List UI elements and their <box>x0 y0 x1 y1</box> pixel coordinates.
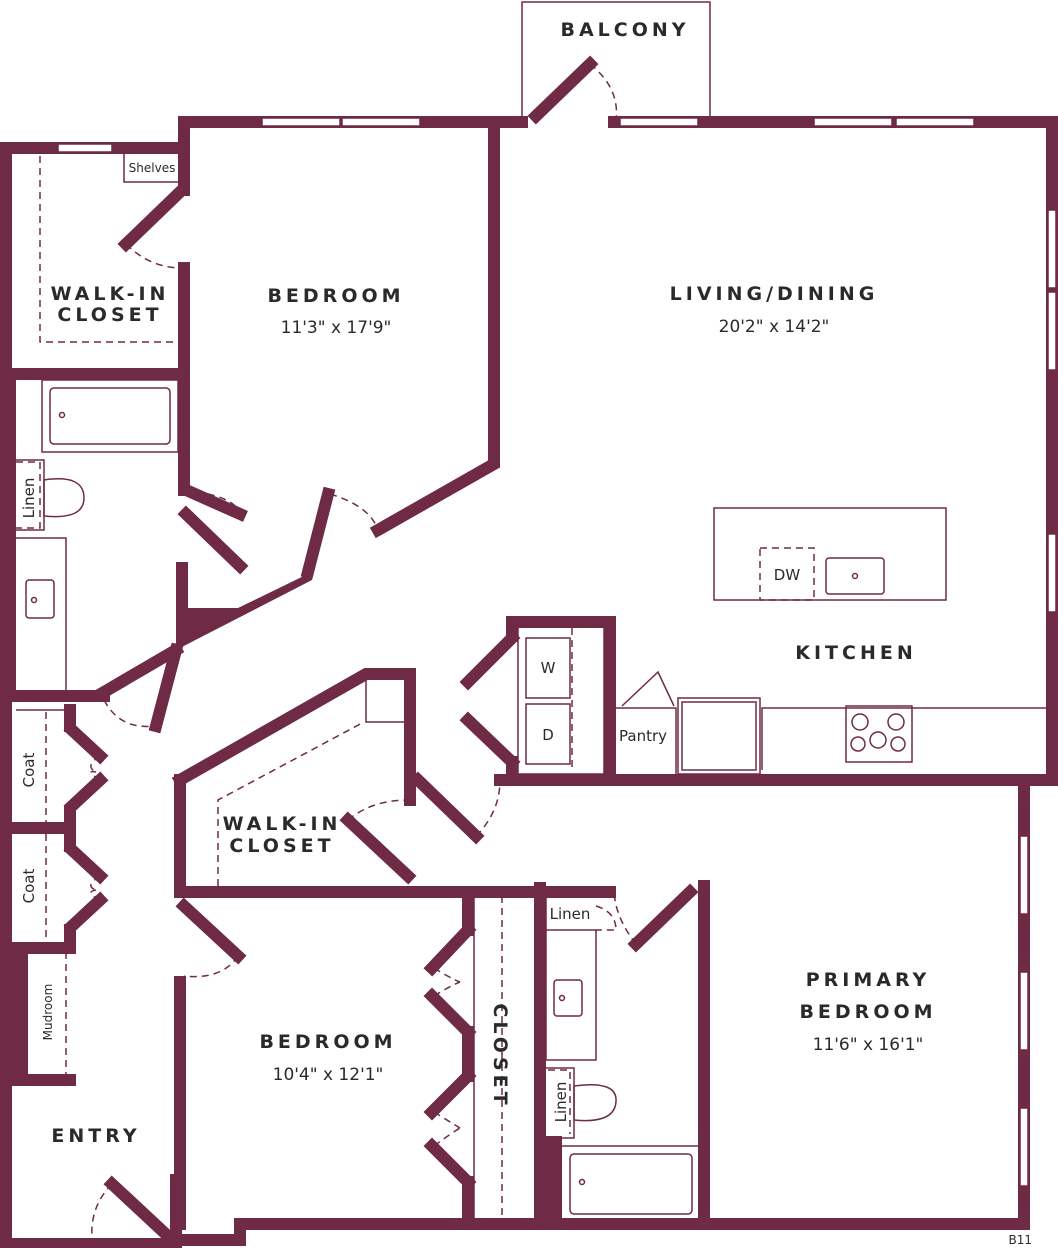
window <box>341 117 421 127</box>
pantry-label: Pantry <box>619 727 667 745</box>
plan-code: B11 <box>1008 1233 1032 1247</box>
primary-bedroom-label-line2: BEDROOM <box>799 1001 936 1023</box>
refrigerator <box>677 697 761 775</box>
closet-2-door <box>339 811 417 885</box>
windows <box>57 117 1057 1187</box>
dryer-label: D <box>542 726 554 744</box>
hall-coats: Coat Coat Mudroom <box>0 641 185 1086</box>
bathtub <box>49 387 171 445</box>
primary-bath: Linen Linen <box>534 880 710 1230</box>
primary-bedroom-size: 11'6" x 16'1" <box>813 1035 924 1055</box>
kitchen-island <box>713 507 947 601</box>
washer <box>525 637 571 699</box>
kitchen-label: KITCHEN <box>795 642 916 664</box>
stove <box>845 705 913 763</box>
closet-door <box>117 183 189 253</box>
walk-in-closet-2: WALK-IN CLOSET <box>171 668 616 898</box>
toilet <box>43 478 85 518</box>
window <box>619 117 699 127</box>
dryer <box>525 703 571 765</box>
primary-bath-door <box>627 883 699 953</box>
living-dining-label: LIVING/DINING <box>670 283 879 305</box>
bedroom-2-label: BEDROOM <box>259 1031 396 1053</box>
linen-1-label: Linen <box>20 478 38 519</box>
sink <box>25 579 55 619</box>
kitchen-sink <box>825 557 885 595</box>
window <box>1019 971 1029 1051</box>
window <box>1047 209 1057 289</box>
primary-bedroom: PRIMARY BEDROOM 11'6" x 16'1" <box>799 969 936 1055</box>
toilet <box>573 1084 617 1122</box>
walk-in-closet-1-label-line1: WALK-IN <box>51 283 170 305</box>
window <box>1047 291 1057 371</box>
window <box>1019 835 1029 915</box>
bath-door <box>178 482 248 522</box>
pantry-door <box>621 670 675 707</box>
window <box>1019 1107 1029 1187</box>
laundry: W D <box>459 616 616 786</box>
bathtub <box>569 1153 693 1215</box>
entry-label: ENTRY <box>51 1125 140 1147</box>
linen-3-label: Linen <box>552 1082 570 1123</box>
entry-door <box>103 1175 179 1247</box>
bedroom-1: BEDROOM 11'3" x 17'9" <box>176 116 500 650</box>
bedroom-2-size: 10'4" x 12'1" <box>273 1065 384 1085</box>
kitchen: DW KITCHEN Pantry <box>614 507 1048 775</box>
sink <box>553 979 583 1017</box>
closet-label: CLOSET <box>489 1003 511 1108</box>
bedroom-1-label: BEDROOM <box>267 285 404 307</box>
walk-in-closet-2-label-line2: CLOSET <box>229 835 334 857</box>
window <box>813 117 893 127</box>
bedroom-2-door <box>175 897 247 965</box>
dishwasher-label: DW <box>774 566 801 584</box>
bedroom-2: CLOSET BEDROOM 10'4" x 12'1" <box>174 888 511 1230</box>
shelves-label: Shelves <box>129 161 176 175</box>
window <box>895 117 975 127</box>
washer-label: W <box>541 659 556 677</box>
window <box>261 117 341 127</box>
balcony: BALCONY <box>521 1 711 125</box>
entry: ENTRY <box>51 1125 179 1247</box>
window <box>57 143 113 153</box>
balcony-label: BALCONY <box>560 19 689 41</box>
mudroom-label: Mudroom <box>41 984 55 1041</box>
walk-in-closet-2-label-line1: WALK-IN <box>223 813 342 835</box>
linen-2-label: Linen <box>550 905 591 923</box>
coat-2-label: Coat <box>20 869 38 904</box>
bedroom-1-door <box>300 486 336 580</box>
window <box>1047 533 1057 613</box>
living-dining-size: 20'2" x 14'2" <box>719 317 830 337</box>
closet-bath-block-1: Shelves WALK-IN CLOSET Linen <box>0 118 249 702</box>
bedroom-1-size: 11'3" x 17'9" <box>281 318 392 338</box>
coat-1-label: Coat <box>20 753 38 788</box>
walk-in-closet-1-label-line2: CLOSET <box>57 304 162 326</box>
balcony-door <box>527 55 599 125</box>
primary-bedroom-label-line1: PRIMARY <box>806 969 931 991</box>
living-dining: LIVING/DINING 20'2" x 14'2" <box>670 283 879 337</box>
